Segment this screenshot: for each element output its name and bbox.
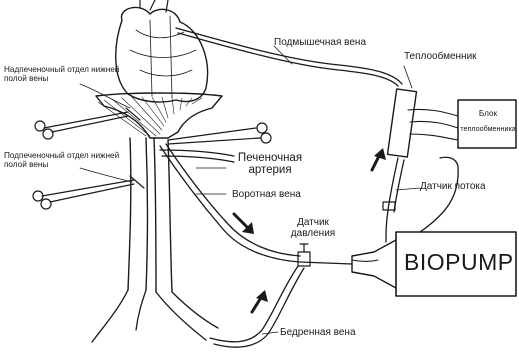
pressure-sensor (298, 252, 310, 266)
clamp-right (168, 123, 271, 144)
label-flow-sensor: Датчик потока (420, 182, 486, 193)
liver-illustration (96, 93, 222, 138)
label-biopump: BIOPUMP (404, 250, 514, 274)
flow-arrow-exchanger-head (374, 148, 386, 160)
label-heat-exchanger-unit-line1: Блок (460, 110, 516, 119)
label-hepatic-artery: Печеночная артерия (230, 152, 310, 176)
return-line (386, 158, 404, 242)
label-suprahepatic-ivc: Надпеченочный отдел нижней полой вены (4, 66, 122, 83)
label-axillary-vein: Подмышечная вена (274, 38, 366, 49)
label-heat-exchanger-unit-line2: теплообменника (460, 125, 516, 133)
heat-exchanger-body (388, 89, 417, 157)
clamp-suprahepatic (35, 108, 140, 139)
biopump-cone (352, 240, 396, 288)
label-portal-vein: Воротная вена (232, 190, 301, 201)
heart-illustration (116, 7, 208, 102)
label-pressure-sensor: Датчик давления (288, 218, 338, 239)
label-heat-exchanger-unit: Блок теплообменника (460, 110, 516, 132)
label-infrahepatic-ivc: Подпеченочный отдел нижней полой вены (4, 152, 122, 169)
vena-cava (128, 138, 148, 290)
label-femoral-vein: Бедренная вена (280, 328, 356, 339)
aorta (154, 138, 172, 292)
label-heat-exchanger: Теплообменник (404, 52, 477, 63)
